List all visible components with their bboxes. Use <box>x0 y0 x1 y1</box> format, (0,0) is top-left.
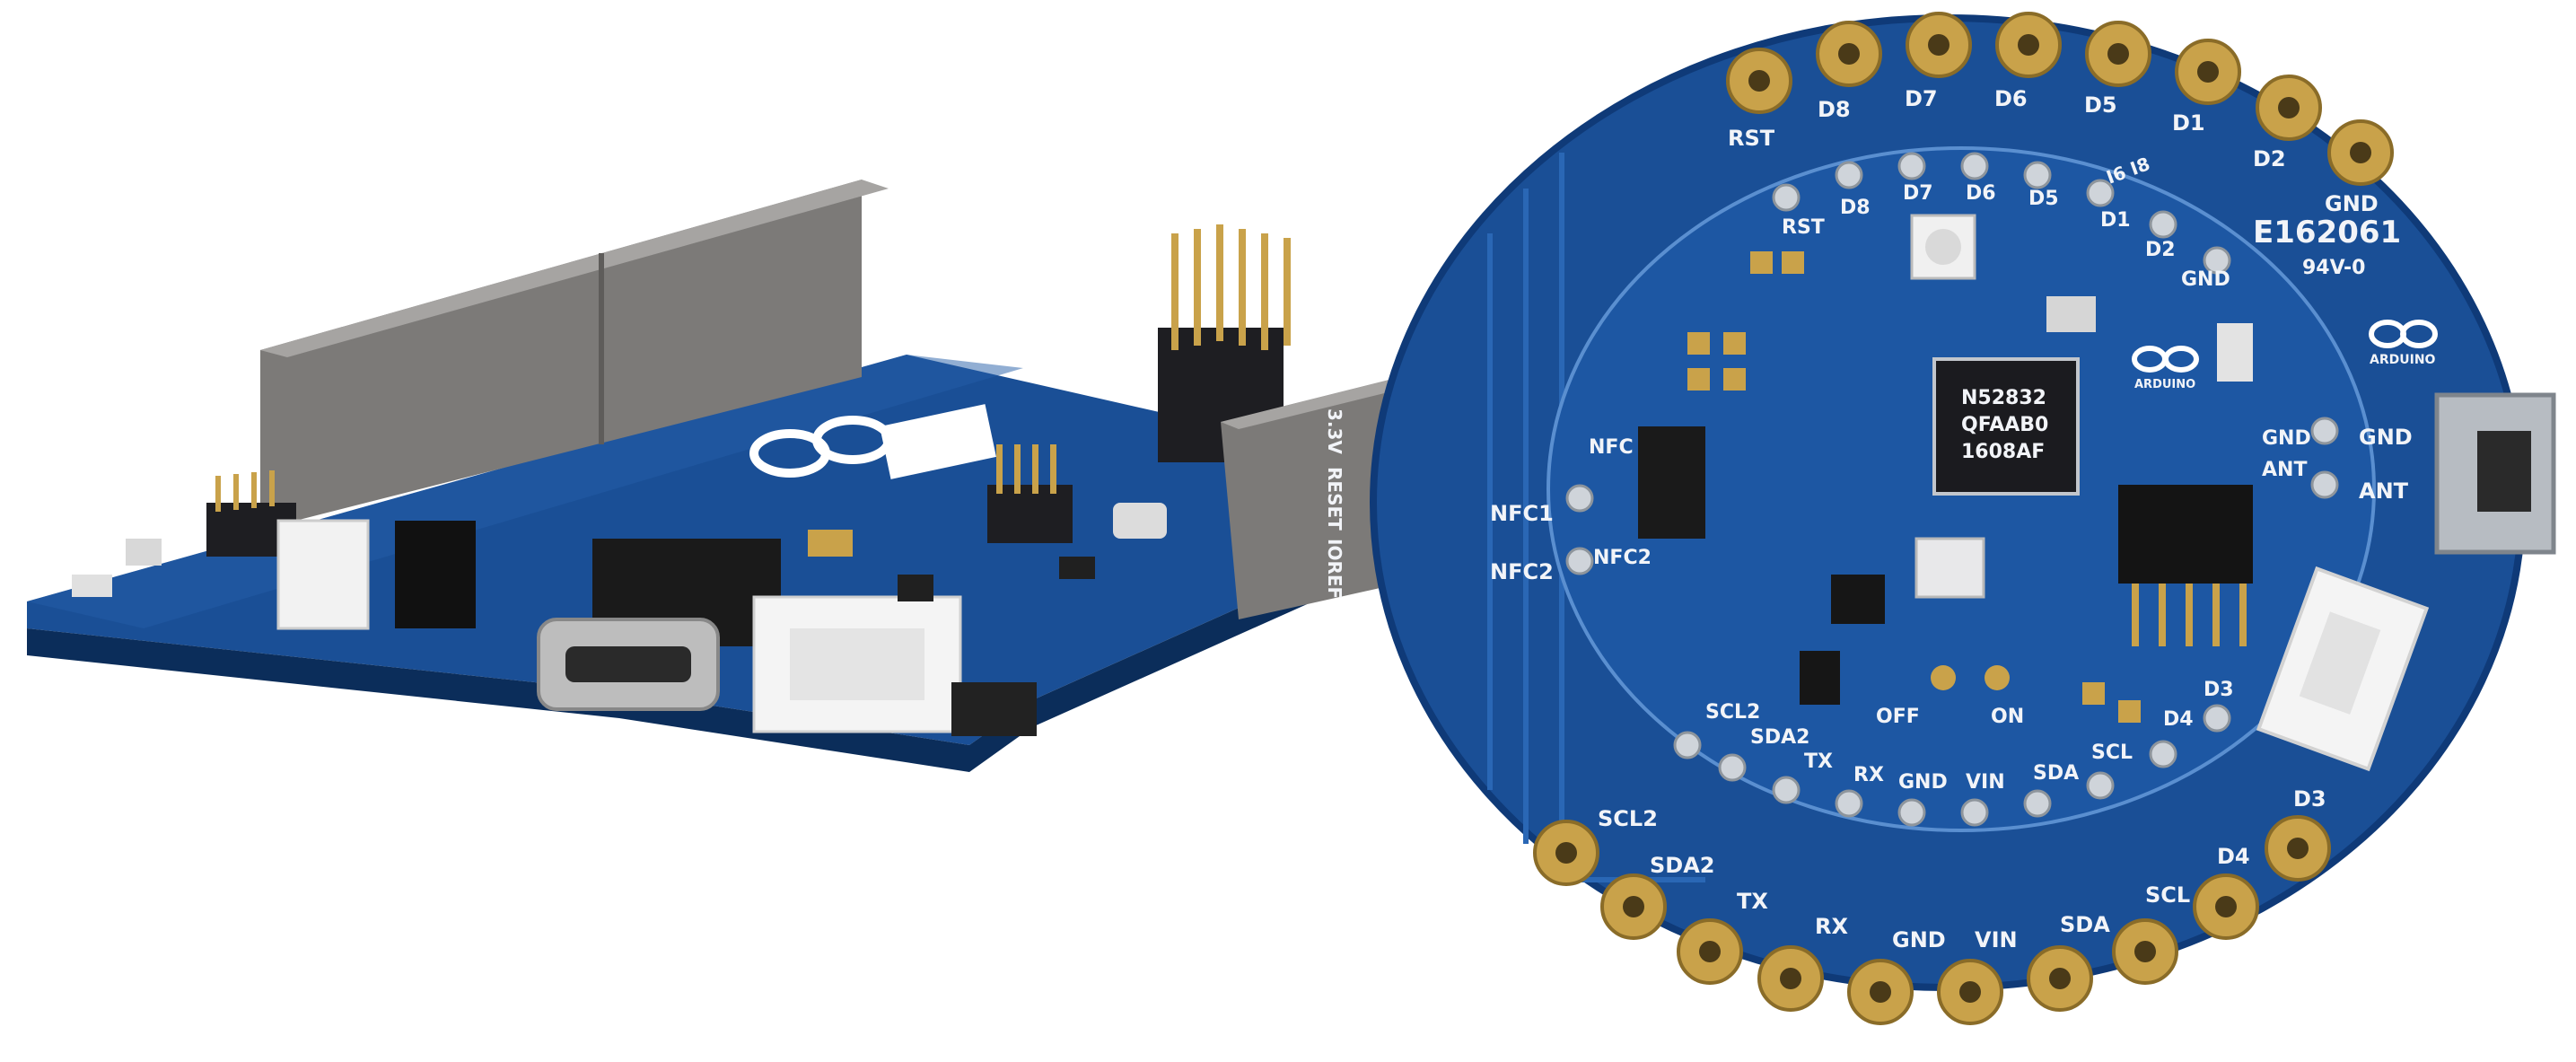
outer-label-d7: D7 <box>1905 86 1938 111</box>
push-button <box>1914 537 1985 599</box>
inner-label-d2: D2 <box>2145 239 2176 261</box>
header-label-reset: RESET <box>1324 467 1345 531</box>
inner-label-d4: D4 <box>2163 708 2194 731</box>
left-board-components <box>72 503 1167 736</box>
left-arduino-board: 3.3V RESET IOREF <box>27 180 1414 772</box>
arduino-logo-inner: ARDUINO <box>2132 346 2199 391</box>
outer-label-rx: RX <box>1815 914 1848 939</box>
male-pin-header <box>1158 224 1291 462</box>
outer-label-d8: D8 <box>1818 97 1851 122</box>
arduino-logo-outer: ARDUINO <box>2369 320 2438 367</box>
inner-label-d8: D8 <box>1840 197 1871 219</box>
outer-label-ant: ANT <box>2359 478 2409 504</box>
outer-label-d6: D6 <box>1994 86 2028 111</box>
inner-label-d1: D1 <box>2100 209 2131 232</box>
inner-pads <box>1565 152 2339 827</box>
inner-label-d6: D6 <box>1966 182 1996 205</box>
right-arduino-primo-core: RST D8 D7 D6 D5 D1 D2 GND RST D8 D7 D6 D… <box>1370 12 2556 1025</box>
pin-header-right <box>2118 485 2253 584</box>
chip-marking-line1: N52832 <box>1961 387 2046 409</box>
inner-label-vin: VIN <box>1966 771 2005 794</box>
outer-label-d3: D3 <box>2293 786 2326 812</box>
outer-label-scl: SCL <box>2145 882 2190 908</box>
inner-label-d5: D5 <box>2028 188 2059 210</box>
inner-label-scl: SCL <box>2091 742 2133 764</box>
header-label-3v3: 3.3V <box>1324 408 1345 454</box>
inner-label-rst: RST <box>1782 216 1825 239</box>
header-label-ioref: IOREF <box>1324 539 1345 599</box>
nfc-connector <box>1638 426 1705 539</box>
inner-label-nfc2: NFC2 <box>1593 547 1652 569</box>
outer-label-gnd: GND <box>2325 191 2379 216</box>
inner-label-gnd-right: GND <box>2262 427 2311 450</box>
inner-label-scl2: SCL2 <box>1705 701 1760 724</box>
inner-label-tx: TX <box>1804 750 1833 773</box>
outer-label-d1: D1 <box>2172 110 2205 136</box>
inner-label-rx: RX <box>1853 764 1884 786</box>
female-header-long <box>260 180 889 530</box>
outer-label-d4: D4 <box>2217 844 2250 869</box>
chip-marking-line3: 1608AF <box>1961 441 2045 463</box>
switch-label-off: OFF <box>1876 706 1920 728</box>
outer-label-sda: SDA <box>2060 912 2110 937</box>
outer-label-d2: D2 <box>2253 146 2286 171</box>
logo-text-inner: ARDUINO <box>2134 378 2195 391</box>
inner-label-gnd: GND <box>2181 268 2230 291</box>
switch-label-on: ON <box>1991 706 2024 728</box>
inner-label-gnd-bottom: GND <box>1898 771 1948 794</box>
inner-label-sda: SDA <box>2033 762 2079 785</box>
outer-label-nfc1: NFC1 <box>1490 501 1554 526</box>
outer-label-d5: D5 <box>2084 92 2117 118</box>
outer-label-nfc2: NFC2 <box>1490 559 1554 584</box>
inner-label-nfc: NFC <box>1589 436 1634 459</box>
mcu-chip: N52832 QFAAB0 1608AF <box>1932 357 2080 496</box>
power-header: 3.3V RESET IOREF <box>1221 377 1414 619</box>
chip-marking-line2: QFAAB0 <box>1961 414 2048 436</box>
outer-label-gnd-bottom: GND <box>1892 927 1946 952</box>
logo-text-outer: ARDUINO <box>2370 353 2436 367</box>
board-code: E162061 <box>2253 215 2401 250</box>
micro-usb-connector <box>2434 392 2556 555</box>
outer-label-rst: RST <box>1728 126 1775 151</box>
outer-label-scl2: SCL2 <box>1598 806 1658 831</box>
outer-label-tx: TX <box>1737 889 1768 914</box>
outer-label-gnd-right: GND <box>2359 425 2413 450</box>
arduino-logo-left <box>749 404 996 479</box>
outer-label-sda2: SDA2 <box>1650 853 1714 878</box>
inner-label-d3: D3 <box>2204 679 2234 701</box>
inner-label-d7: D7 <box>1903 182 1933 205</box>
flammability-rating: 94V-0 <box>2302 257 2365 279</box>
outer-label-vin: VIN <box>1975 927 2018 952</box>
inner-label-ant: ANT <box>2262 459 2307 481</box>
inner-label-sda2: SDA2 <box>1750 726 1809 749</box>
battery-connector <box>2256 566 2430 772</box>
